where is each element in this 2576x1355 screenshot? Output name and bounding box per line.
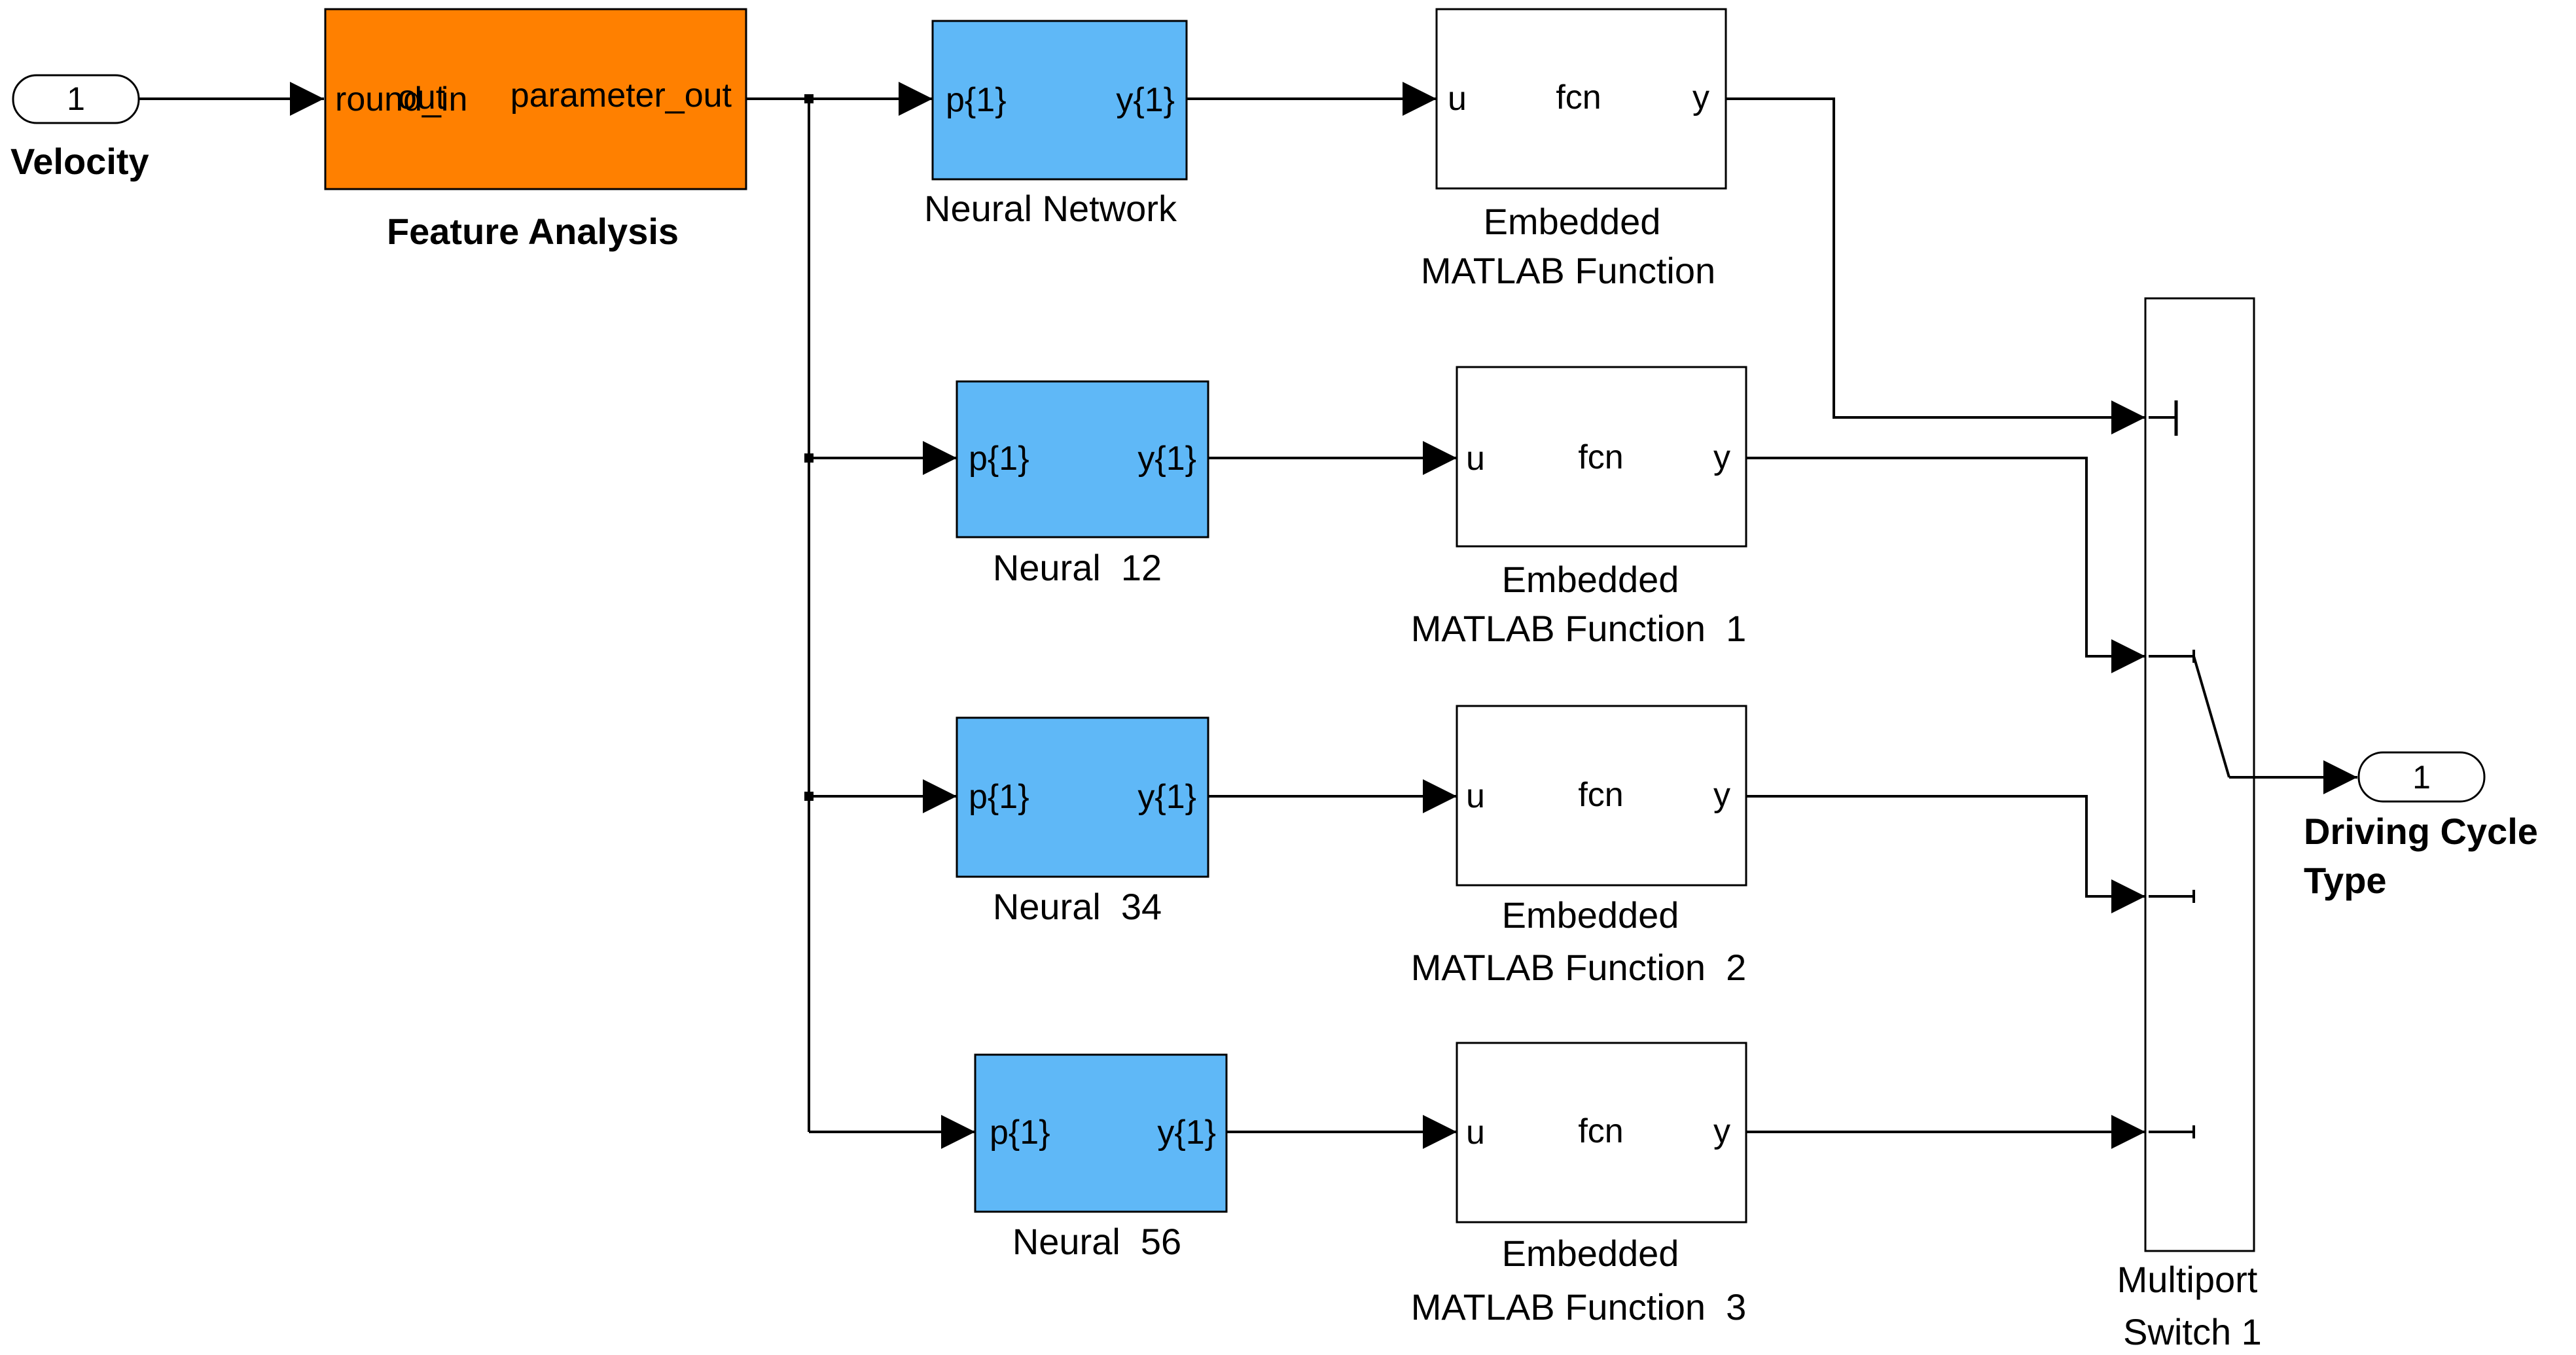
embedded-fcn-label-line1: Embedded xyxy=(1484,201,1661,242)
embedded-fcn-1-label-line1: Embedded xyxy=(1502,559,1679,600)
neural-56-out-port: y{1} xyxy=(1157,1114,1216,1152)
inport-shape[interactable] xyxy=(12,74,140,124)
embedded-fcn-2-shape[interactable] xyxy=(1456,705,1747,887)
outport-shape[interactable] xyxy=(2357,751,2486,803)
multiport-switch-shape[interactable] xyxy=(2144,297,2255,1252)
neural-56-label: Neural 56 xyxy=(1012,1221,1181,1262)
embedded-fcn-3-label-line2: MATLAB Function 3 xyxy=(1411,1286,1747,1328)
feature-analysis-in-port-overlap: out xyxy=(398,79,446,116)
embedded-fcn-3-shape[interactable] xyxy=(1456,1042,1747,1223)
neural-12-shape[interactable] xyxy=(956,380,1209,538)
embedded-fcn-1-shape[interactable] xyxy=(1456,366,1747,548)
embedded-fcn-3-in-port: u xyxy=(1466,1114,1485,1152)
feature-analysis-in-port: round_in xyxy=(335,80,467,118)
outport-driving-cycle-type[interactable]: 1 Driving Cycle Type xyxy=(2304,751,2538,901)
neural-34-shape[interactable] xyxy=(956,716,1209,878)
neural-network-shape[interactable] xyxy=(931,20,1188,181)
embedded-fcn-3-label-line1: Embedded xyxy=(1502,1233,1679,1274)
embedded-fcn-3-body: fcn xyxy=(1578,1112,1623,1150)
embedded-fcn-label-line2: MATLAB Function xyxy=(1421,250,1715,291)
embedded-fcn-1-in-port: u xyxy=(1466,440,1485,478)
signal-fcn-to-switch-control[interactable] xyxy=(1726,97,2145,434)
neural-56-shape[interactable] xyxy=(974,1053,1228,1213)
embedded-fcn-2-label-line2: MATLAB Function 2 xyxy=(1411,947,1747,988)
embedded-fcn-1-block[interactable]: u fcn y Embedded MATLAB Function 1 xyxy=(1411,366,1747,649)
embedded-fcn-2-in-port: u xyxy=(1466,777,1485,815)
neural-34-out-port: y{1} xyxy=(1137,778,1196,816)
embedded-fcn-2-block[interactable]: u fcn y Embedded MATLAB Function 2 xyxy=(1411,705,1747,988)
embedded-fcn-shape[interactable] xyxy=(1435,8,1727,190)
embedded-fcn-out-port: y xyxy=(1692,79,1709,116)
signal-lines xyxy=(139,82,2357,1149)
embedded-fcn-2-body: fcn xyxy=(1578,776,1623,814)
signal-fcn-2-to-switch[interactable] xyxy=(1746,795,2145,913)
neural-network-block[interactable]: p{1} y{1} Neural Network xyxy=(924,20,1188,229)
outport-label-line1: Driving Cycle xyxy=(2304,811,2538,852)
feature-analysis-label: Feature Analysis xyxy=(387,211,679,252)
neural-56-in-port: p{1} xyxy=(990,1114,1050,1152)
neural-network-in-port: p{1} xyxy=(946,81,1007,119)
feature-analysis-out-port: parameter_out xyxy=(510,77,732,114)
neural-network-out-port: y{1} xyxy=(1116,81,1175,119)
multiport-switch-icon xyxy=(2149,400,2254,1138)
branch-points xyxy=(804,94,814,801)
embedded-fcn-body: fcn xyxy=(1556,79,1601,116)
multiport-switch-block[interactable]: Multiport Switch 1 xyxy=(2117,297,2262,1352)
inport-number: 1 xyxy=(67,80,85,117)
neural-12-label: Neural 12 xyxy=(993,547,1162,588)
inport-velocity[interactable]: 1 Velocity xyxy=(10,74,149,182)
embedded-fcn-3-out-port: y xyxy=(1713,1112,1730,1150)
embedded-fcn-1-label-line2: MATLAB Function 1 xyxy=(1411,608,1747,649)
multiport-switch-label-line1: Multiport xyxy=(2117,1259,2258,1300)
embedded-fcn-2-out-port: y xyxy=(1713,776,1730,814)
embedded-fcn-2-label-line1: Embedded xyxy=(1502,894,1679,936)
multiport-switch-label-line2: Switch 1 xyxy=(2123,1311,2262,1352)
embedded-fcn-in-port: u xyxy=(1448,80,1467,118)
signal-fcn-1-to-switch[interactable] xyxy=(1746,457,2145,673)
neural-34-label: Neural 34 xyxy=(993,886,1162,927)
embedded-fcn-1-body: fcn xyxy=(1578,438,1623,476)
embedded-fcn-3-block[interactable]: u fcn y Embedded MATLAB Function 3 xyxy=(1411,1042,1747,1328)
neural-34-in-port: p{1} xyxy=(969,778,1029,816)
neural-34-block[interactable]: p{1} y{1} Neural 34 xyxy=(956,716,1209,927)
neural-56-block[interactable]: p{1} y{1} Neural 56 xyxy=(974,1053,1228,1262)
embedded-fcn-1-out-port: y xyxy=(1713,438,1730,476)
feature-analysis-block[interactable]: round_in out parameter_out Feature Analy… xyxy=(324,8,747,252)
embedded-fcn-block[interactable]: u fcn y Embedded MATLAB Function xyxy=(1421,8,1727,291)
outport-label-line2: Type xyxy=(2304,860,2387,901)
neural-12-in-port: p{1} xyxy=(969,440,1029,478)
outport-number: 1 xyxy=(2412,759,2431,796)
neural-12-out-port: y{1} xyxy=(1137,440,1196,478)
neural-network-label: Neural Network xyxy=(924,188,1177,229)
neural-12-block[interactable]: p{1} y{1} Neural 12 xyxy=(956,380,1209,588)
feature-analysis-shape[interactable] xyxy=(324,8,747,190)
inport-label: Velocity xyxy=(10,141,149,182)
